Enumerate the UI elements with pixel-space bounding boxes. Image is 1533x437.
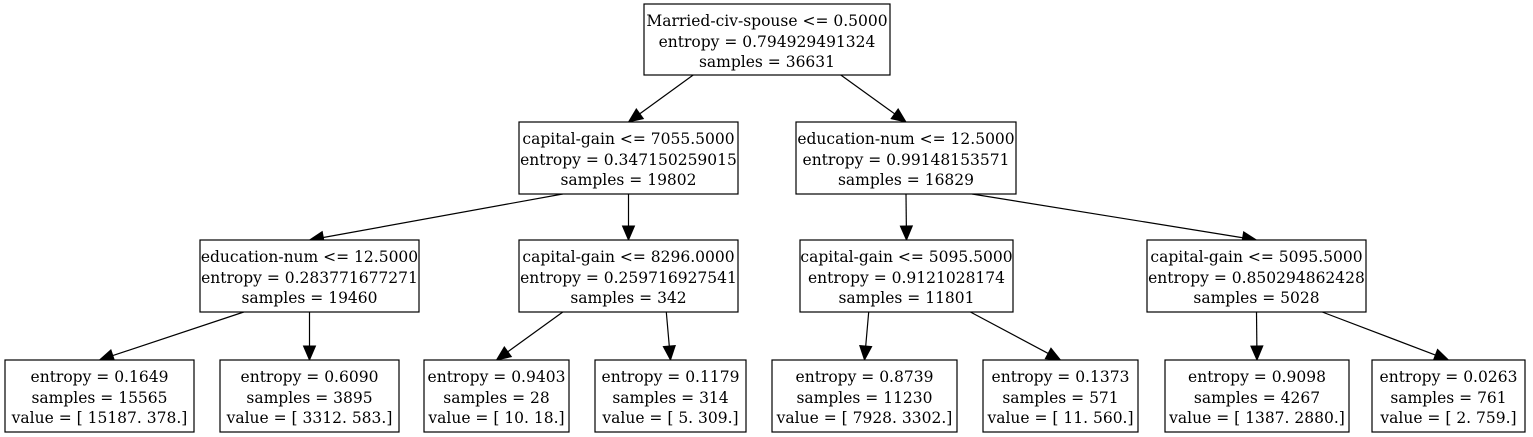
node-line-3: samples = 16829: [838, 171, 974, 189]
arrowhead-n1-n4: [621, 225, 636, 242]
node-line-3: samples = 5028: [1193, 289, 1319, 307]
edge-n0-n1: [639, 74, 694, 115]
node-education-num-right: education-num <= 12.5000 entropy = 0.991…: [795, 121, 1017, 195]
arrowhead-n6-n14: [1432, 348, 1450, 362]
edge-n5-n12: [970, 311, 1049, 354]
node-capital-gain-5095-b: capital-gain <= 5095.5000 entropy = 0.85…: [1146, 239, 1367, 313]
edge-n4-n10: [665, 311, 670, 347]
node-capital-gain-5095-a: capital-gain <= 5095.5000 entropy = 0.91…: [799, 239, 1014, 313]
node-line-3: value = [ 15187. 378.]: [11, 409, 188, 427]
node-line-1: entropy = 0.9403: [428, 368, 566, 386]
leaf-node-8: entropy = 0.0263 samples = 761 value = […: [1371, 359, 1526, 433]
node-line-3: samples = 11801: [838, 289, 974, 307]
arrowhead-n4-n10: [662, 344, 676, 362]
node-line-3: value = [ 7928. 3302.]: [776, 409, 953, 427]
node-root: Married-civ-spouse <= 0.5000 entropy = 0…: [643, 3, 891, 76]
leaf-node-6: entropy = 0.1373 samples = 571 value = […: [982, 359, 1139, 433]
node-line-1: entropy = 0.9098: [1188, 368, 1326, 386]
node-line-3: value = [ 2. 759.]: [1379, 409, 1516, 427]
node-line-1: entropy = 0.8739: [796, 368, 934, 386]
node-line-3: samples = 19802: [560, 171, 696, 189]
leaf-node-3: entropy = 0.9403 samples = 28 value = [ …: [423, 359, 570, 433]
node-line-1: entropy = 0.0263: [1380, 368, 1518, 386]
node-line-1: capital-gain <= 5095.5000: [1150, 248, 1362, 266]
arrowhead-n0-n1: [627, 108, 645, 123]
node-line-3: value = [ 5. 309.]: [601, 409, 738, 427]
edge-layer: [98, 74, 1450, 362]
node-line-3: samples = 342: [570, 289, 686, 307]
node-line-1: entropy = 0.1373: [992, 368, 1130, 386]
node-line-1: capital-gain <= 5095.5000: [800, 248, 1012, 266]
node-line-2: samples = 314: [612, 389, 728, 407]
edge-n2-n6: [971, 193, 1243, 239]
arrowhead-n6-n13: [1250, 345, 1264, 362]
node-line-2: entropy = 0.9121028174: [808, 269, 1005, 287]
leaf-node-4: entropy = 0.1179 samples = 314 value = […: [594, 359, 747, 433]
node-line-2: entropy = 0.283771677271: [201, 269, 418, 287]
node-line-2: samples = 3895: [246, 389, 372, 407]
arrowhead-n5-n11: [859, 344, 873, 362]
node-line-3: value = [ 1387. 2880.]: [1168, 409, 1345, 427]
edge-n1-n3: [323, 193, 563, 239]
arrowhead-n3-n8: [302, 345, 317, 362]
edge-n5-n11: [865, 311, 870, 347]
leaf-node-7: entropy = 0.9098 samples = 4267 value = …: [1164, 359, 1350, 433]
leaf-node-1: entropy = 0.1649 samples = 15565 value =…: [4, 359, 195, 433]
arrowhead-n4-n9: [495, 346, 513, 361]
node-line-1: Married-civ-spouse <= 0.5000: [646, 12, 887, 30]
node-line-1: entropy = 0.1649: [31, 368, 169, 386]
node-line-2: entropy = 0.347150259015: [520, 151, 737, 169]
node-line-3: value = [ 11. 560.]: [986, 409, 1133, 427]
arrowhead-n2-n5: [899, 225, 914, 242]
node-line-2: samples = 15565: [31, 389, 167, 407]
node-line-1: entropy = 0.6090: [241, 368, 379, 386]
leaf-node-5: entropy = 0.8739 samples = 11230 value =…: [771, 359, 958, 433]
node-line-1: education-num <= 12.5000: [201, 248, 418, 266]
edge-n0-n2: [840, 74, 895, 115]
arrowhead-n5-n12: [1044, 347, 1062, 361]
node-line-2: entropy = 0.259716927541: [520, 269, 737, 287]
node-line-2: samples = 4267: [1194, 389, 1320, 407]
node-line-2: samples = 11230: [796, 389, 932, 407]
node-line-3: samples = 19460: [241, 289, 377, 307]
node-capital-gain-8296: capital-gain <= 8296.0000 entropy = 0.25…: [518, 239, 739, 313]
node-line-2: entropy = 0.794929491324: [659, 33, 876, 51]
node-line-3: samples = 36631: [699, 53, 835, 71]
node-line-3: value = [ 10. 18.]: [427, 409, 564, 427]
leaf-node-2: entropy = 0.6090 samples = 3895 value = …: [219, 359, 400, 433]
node-line-2: samples = 761: [1390, 389, 1506, 407]
edge-n6-n14: [1321, 311, 1436, 356]
node-line-2: samples = 571: [1002, 389, 1118, 407]
node-capital-gain-7055: capital-gain <= 7055.5000 entropy = 0.34…: [518, 121, 739, 195]
node-line-1: capital-gain <= 8296.0000: [522, 248, 734, 266]
node-line-2: samples = 28: [443, 389, 549, 407]
node-line-1: capital-gain <= 7055.5000: [522, 130, 734, 148]
arrowhead-n0-n2: [890, 108, 908, 123]
edge-n4-n9: [507, 311, 564, 353]
node-line-2: entropy = 0.99148153571: [803, 151, 1010, 169]
node-line-2: entropy = 0.850294862428: [1148, 269, 1365, 287]
node-line-1: education-num <= 12.5000: [797, 130, 1014, 148]
node-line-1: entropy = 0.1179: [602, 368, 740, 386]
node-line-3: value = [ 3312. 583.]: [226, 409, 393, 427]
edge-n3-n7: [112, 311, 244, 357]
node-education-num-left: education-num <= 12.5000 entropy = 0.283…: [199, 239, 420, 313]
